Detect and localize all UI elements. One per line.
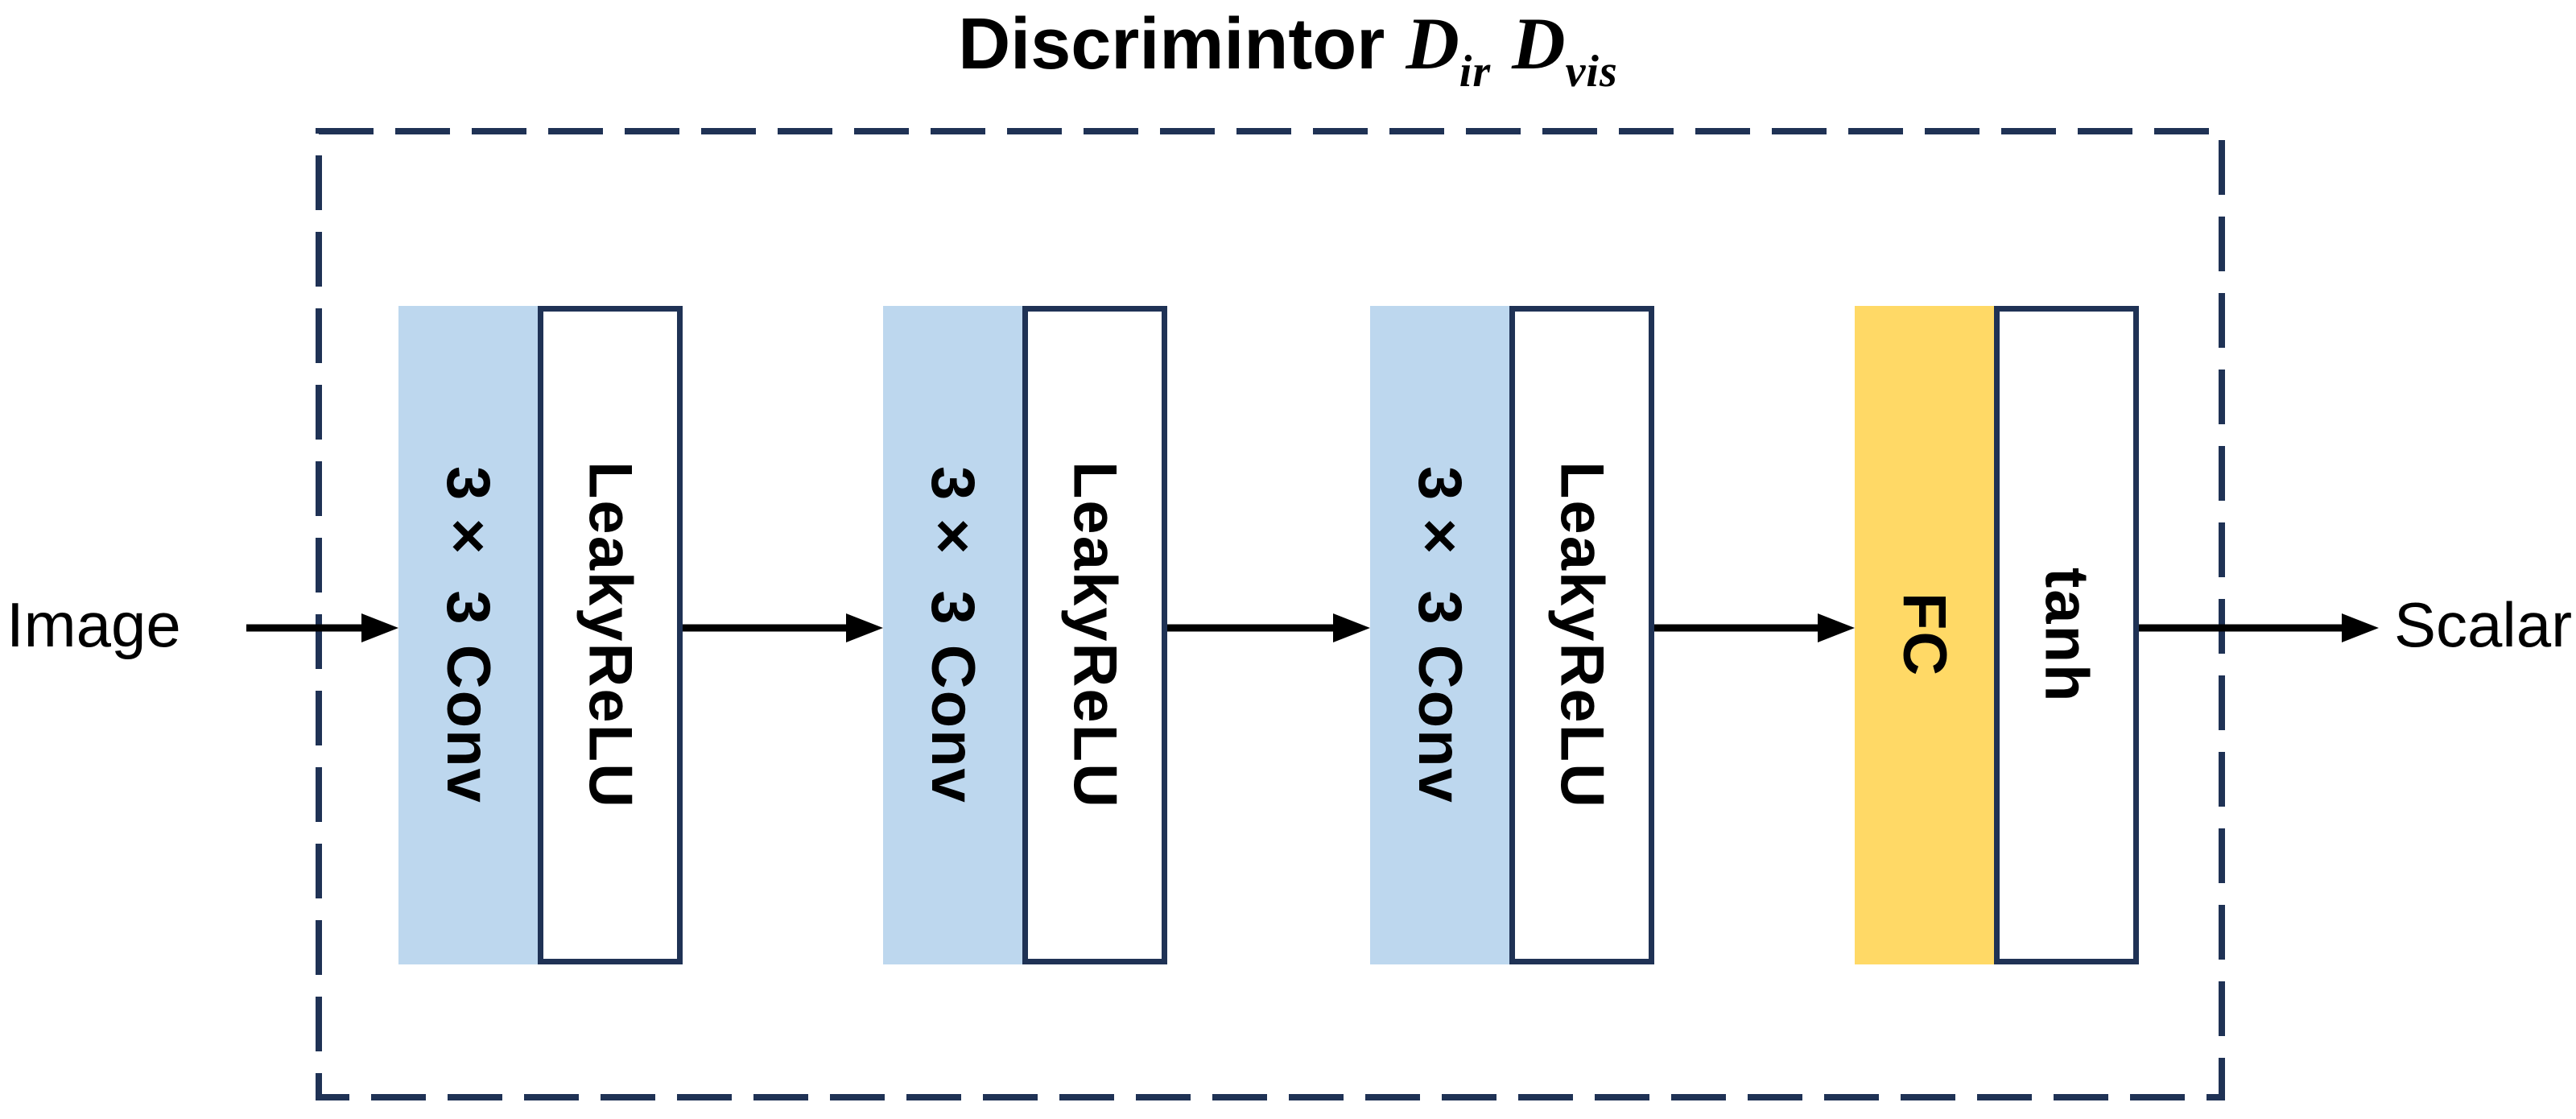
- leakyrelu-block-2-label: LeakyReLU: [1060, 461, 1129, 809]
- conv-block-2-label: 3× 3 Conv: [919, 466, 987, 804]
- fc-block-label: FC: [1890, 593, 1959, 678]
- leakyrelu-block-3-label: LeakyReLU: [1547, 461, 1616, 809]
- tanh-block-label: tanh: [2032, 567, 2101, 704]
- title-d-ir-base: D: [1406, 2, 1459, 85]
- title-d-ir-subscript: ir: [1459, 47, 1492, 97]
- conv-block-2: 3× 3 Conv: [883, 306, 1022, 964]
- leakyrelu-block-1-label: LeakyReLU: [576, 461, 645, 809]
- arrow-block1-to-block2: [683, 613, 883, 642]
- title-d-vis-subscript: vis: [1565, 47, 1618, 97]
- conv-block-1: 3× 3 Conv: [398, 306, 538, 964]
- leakyrelu-block-2: LeakyReLU: [1022, 306, 1167, 964]
- tanh-block: tanh: [1994, 306, 2139, 964]
- diagram-title: Discrimintor Dir Dvis: [0, 2, 2576, 97]
- title-math-d-vis: Dvis: [1512, 2, 1618, 97]
- title-d-vis-base: D: [1512, 2, 1566, 85]
- title-math-d-ir: Dir: [1406, 2, 1491, 97]
- fc-block: FC: [1855, 306, 1994, 964]
- conv-block-3: 3× 3 Conv: [1370, 306, 1509, 964]
- arrow-input: [246, 613, 398, 642]
- discriminator-boundary-box: [316, 128, 2225, 1100]
- output-label: Scalar: [2394, 588, 2573, 660]
- arrow-output: [2139, 613, 2379, 642]
- leakyrelu-block-1: LeakyReLU: [538, 306, 683, 964]
- conv-block-3-label: 3× 3 Conv: [1406, 466, 1474, 804]
- input-label: Image: [6, 588, 181, 660]
- conv-block-1-label: 3× 3 Conv: [434, 466, 502, 804]
- arrow-block2-to-block3: [1167, 613, 1370, 642]
- arrow-block3-to-fc: [1654, 613, 1855, 642]
- leakyrelu-block-3: LeakyReLU: [1509, 306, 1654, 964]
- title-text: Discrimintor: [958, 4, 1385, 85]
